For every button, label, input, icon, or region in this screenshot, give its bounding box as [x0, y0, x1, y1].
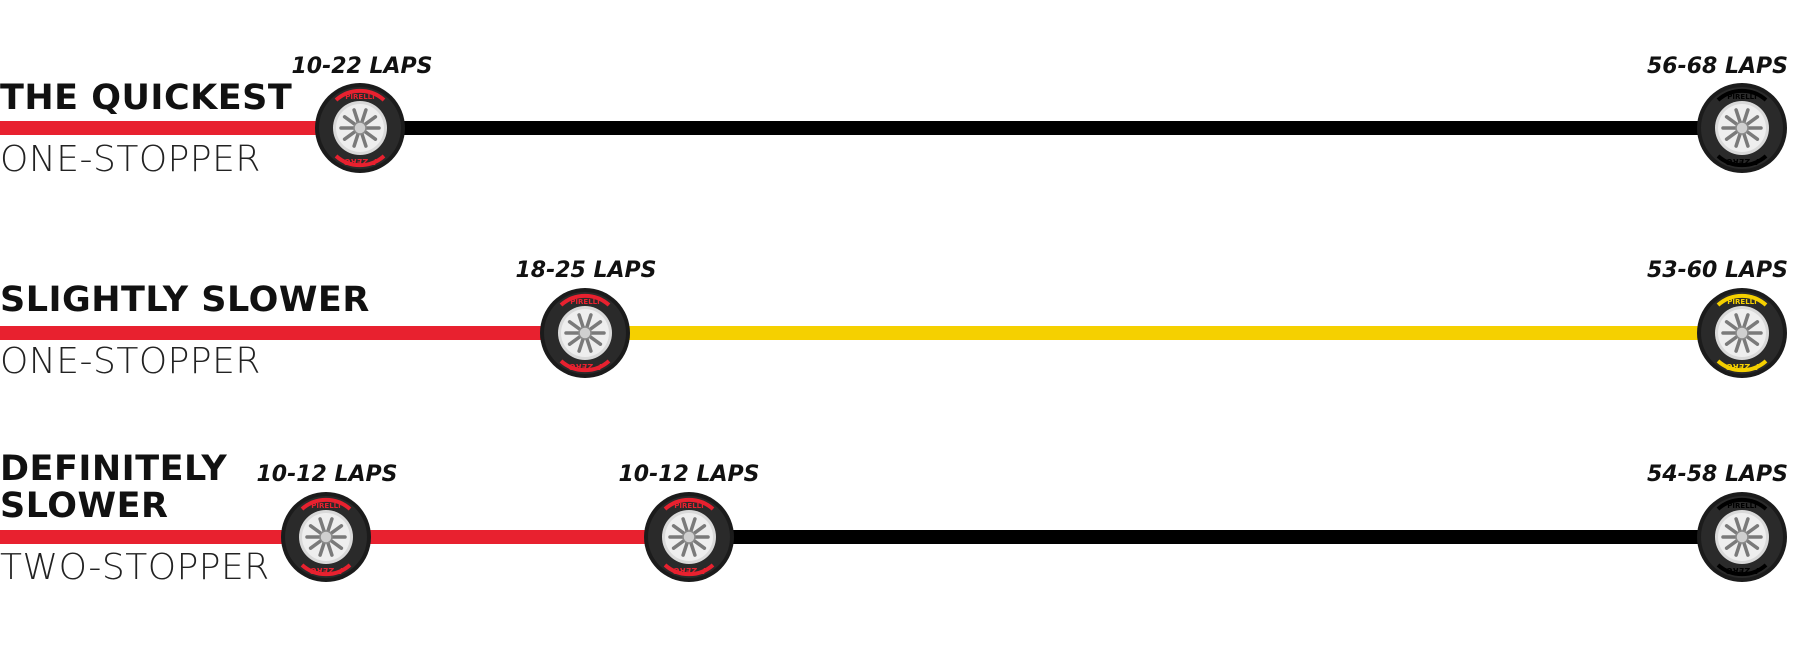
- svg-text:P ZERO: P ZERO: [343, 157, 376, 166]
- stint-bar-soft: [0, 326, 550, 340]
- svg-text:P ZERO: P ZERO: [309, 566, 342, 575]
- lap-window-label: 10-12 LAPS: [256, 462, 398, 487]
- strategy-subtitle: ONE-STOPPER: [0, 139, 261, 180]
- strategy-title: DEFINITELY SLOWER: [0, 449, 228, 526]
- strategy-row-quickest: THE QUICKEST ONE-STOPPER 10-22 LAPS 56-6…: [0, 0, 1800, 200]
- svg-text:PIRELLI: PIRELLI: [674, 502, 703, 510]
- soft-tyre-icon: PIRELLI P ZERO: [539, 287, 631, 379]
- soft-tyre-icon: PIRELLI P ZERO: [280, 491, 372, 583]
- strategy-subtitle: ONE-STOPPER: [0, 341, 261, 382]
- hard-tyre-icon: PIRELLI P ZERO: [1696, 491, 1788, 583]
- svg-text:P ZERO: P ZERO: [1725, 157, 1758, 166]
- soft-tyre-icon: PIRELLI P ZERO: [314, 82, 406, 174]
- lap-window-label: 10-12 LAPS: [618, 462, 760, 487]
- svg-text:P ZERO: P ZERO: [1725, 362, 1758, 371]
- lap-window-label: 10-22 LAPS: [291, 54, 433, 79]
- strategy-row-definitely-slower: DEFINITELY SLOWER TWO-STOPPER 10-12 LAPS…: [0, 449, 1788, 588]
- stint-bar-hard: [700, 530, 1740, 544]
- svg-text:PIRELLI: PIRELLI: [1727, 298, 1756, 306]
- stint-bar-soft: [0, 530, 300, 544]
- strategy-subtitle: TWO-STOPPER: [0, 547, 270, 588]
- medium-tyre-icon: PIRELLI P ZERO: [1696, 287, 1788, 379]
- strategy-title: SLIGHTLY SLOWER: [0, 280, 370, 320]
- strategy-row-slightly-slower: SLIGHTLY SLOWER ONE-STOPPER 18-25 LAPS 5…: [0, 258, 1788, 382]
- soft-tyre-icon: PIRELLI P ZERO: [643, 491, 735, 583]
- lap-window-label: 18-25 LAPS: [515, 258, 657, 283]
- svg-text:PIRELLI: PIRELLI: [345, 93, 374, 101]
- lap-window-label: 54-58 LAPS: [1646, 462, 1788, 487]
- svg-text:P ZERO: P ZERO: [1725, 566, 1758, 575]
- svg-text:P ZERO: P ZERO: [568, 362, 601, 371]
- stint-bar-soft: [330, 530, 670, 544]
- strategy-title: THE QUICKEST: [0, 78, 293, 118]
- svg-text:PIRELLI: PIRELLI: [311, 502, 340, 510]
- lap-window-label: 56-68 LAPS: [1646, 54, 1788, 79]
- svg-text:P ZERO: P ZERO: [672, 566, 705, 575]
- svg-text:PIRELLI: PIRELLI: [570, 298, 599, 306]
- lap-window-label: 53-60 LAPS: [1646, 258, 1788, 283]
- stint-bar-soft: [0, 121, 320, 135]
- svg-text:PIRELLI: PIRELLI: [1727, 93, 1756, 101]
- svg-text:PIRELLI: PIRELLI: [1727, 502, 1756, 510]
- stint-bar-hard: [360, 121, 1740, 135]
- hard-tyre-icon: PIRELLI P ZERO: [1696, 82, 1788, 174]
- stint-bar-medium: [580, 326, 1740, 340]
